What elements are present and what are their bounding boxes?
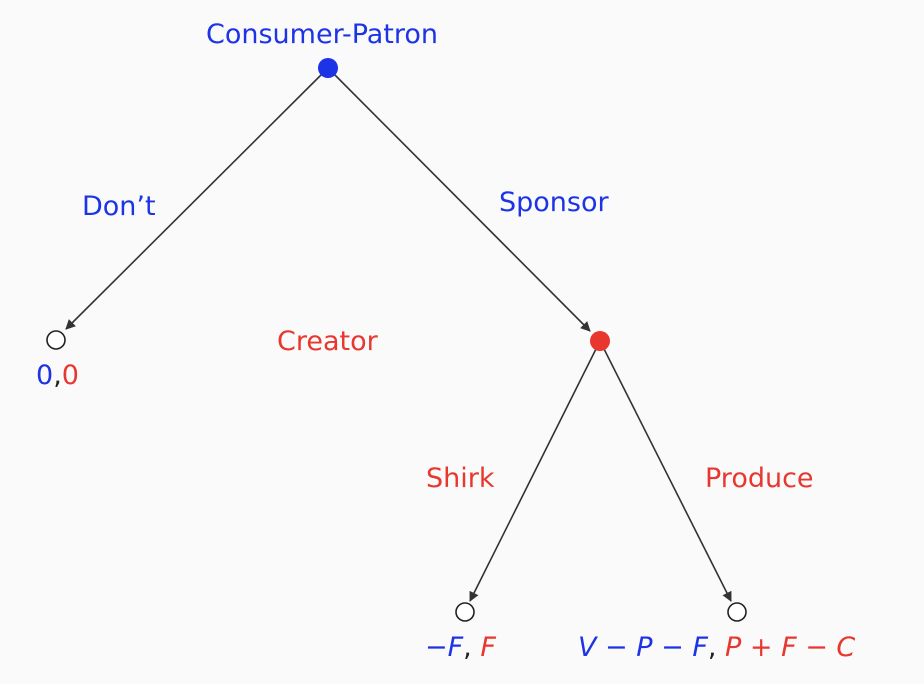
payoff-shirk-separator: ,	[463, 632, 472, 663]
payoff-shirk-creator: F	[480, 632, 496, 663]
action-label-dont: Don’t	[82, 191, 156, 222]
consumer-player-label: Consumer-Patron	[206, 19, 439, 50]
payoff-dont-creator: 0	[61, 360, 79, 391]
terminal-node-dont	[46, 330, 66, 350]
payoff-dont: 0,0	[36, 362, 79, 389]
edge-shirk	[469, 340, 601, 602]
action-label-shirk: Shirk	[426, 463, 495, 494]
action-label-produce: Produce	[705, 463, 814, 494]
edge-dont	[65, 67, 329, 330]
terminal-node-produce	[727, 602, 747, 622]
action-label-sponsor: Sponsor	[499, 187, 609, 218]
creator-decision-node	[590, 331, 610, 351]
creator-player-label: Creator	[277, 326, 378, 357]
payoff-dont-consumer: 0	[36, 360, 54, 391]
payoff-shirk: −F, F	[425, 634, 496, 661]
consumer-decision-node	[318, 58, 338, 78]
edge-sponsor	[327, 67, 591, 332]
payoff-produce: V − P − F, P + F − C	[578, 634, 855, 661]
payoff-produce-separator: ,	[707, 632, 717, 663]
terminal-node-shirk	[455, 602, 475, 622]
payoff-dont-separator: ,	[53, 360, 62, 391]
edge-produce	[599, 340, 732, 602]
payoff-shirk-consumer: −F	[425, 632, 464, 663]
payoff-produce-consumer: V − P − F	[578, 632, 708, 663]
payoff-produce-creator: P + F − C	[725, 632, 856, 663]
